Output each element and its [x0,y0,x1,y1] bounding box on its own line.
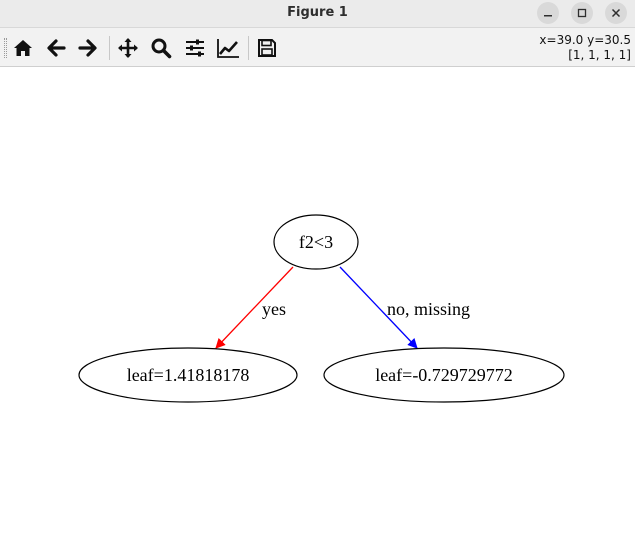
save-icon [258,39,276,57]
maximize-button[interactable] [571,2,593,24]
root-node [273,214,359,270]
zoom-icon [151,38,172,59]
close-icon [611,8,621,18]
home-icon [14,40,32,56]
right-leaf-label: leaf=-0.729729772 [375,365,513,385]
edit-axis-icon [217,39,239,58]
figure-canvas[interactable]: f2<3 yes no, missing leaf=1.41818178 lea… [0,67,635,542]
pan-button[interactable] [114,34,142,62]
no-missing-edge [339,266,418,349]
zoom-button[interactable] [147,34,175,62]
home-button[interactable] [9,34,37,62]
back-icon [47,39,66,57]
pixel-value: [1, 1, 1, 1] [568,48,631,62]
edit-axis-button[interactable] [214,34,242,62]
toolbar-separator [248,36,249,60]
forward-icon [78,39,97,57]
toolbar-grip[interactable] [4,38,7,58]
back-button[interactable] [42,34,70,62]
configure-subplots-icon [186,39,204,57]
no-missing-edge-label: no, missing [387,299,470,319]
minimize-button[interactable] [537,2,559,24]
title-bar: Figure 1 [0,0,635,28]
configure-subplots-button[interactable] [181,34,209,62]
save-button[interactable] [253,34,281,62]
toolbar-separator [109,36,110,60]
forward-button[interactable] [74,34,102,62]
minimize-icon [544,15,552,17]
navigation-toolbar [0,28,635,67]
maximize-icon [577,8,587,18]
pan-icon [118,38,138,58]
root-node-label: f2<3 [299,232,333,252]
tree-plot: f2<3 yes no, missing leaf=1.41818178 lea… [78,214,565,403]
yes-edge [215,266,294,349]
close-button[interactable] [605,2,627,24]
coordinate-readout: x=39.0 y=30.5 [1, 1, 1, 1] [539,33,631,63]
window-title: Figure 1 [287,5,348,20]
left-leaf-label: leaf=1.41818178 [127,365,250,385]
left-leaf-node [78,347,298,403]
right-leaf-node [323,347,565,403]
cursor-position: x=39.0 y=30.5 [539,33,631,47]
yes-edge-label: yes [262,299,286,319]
